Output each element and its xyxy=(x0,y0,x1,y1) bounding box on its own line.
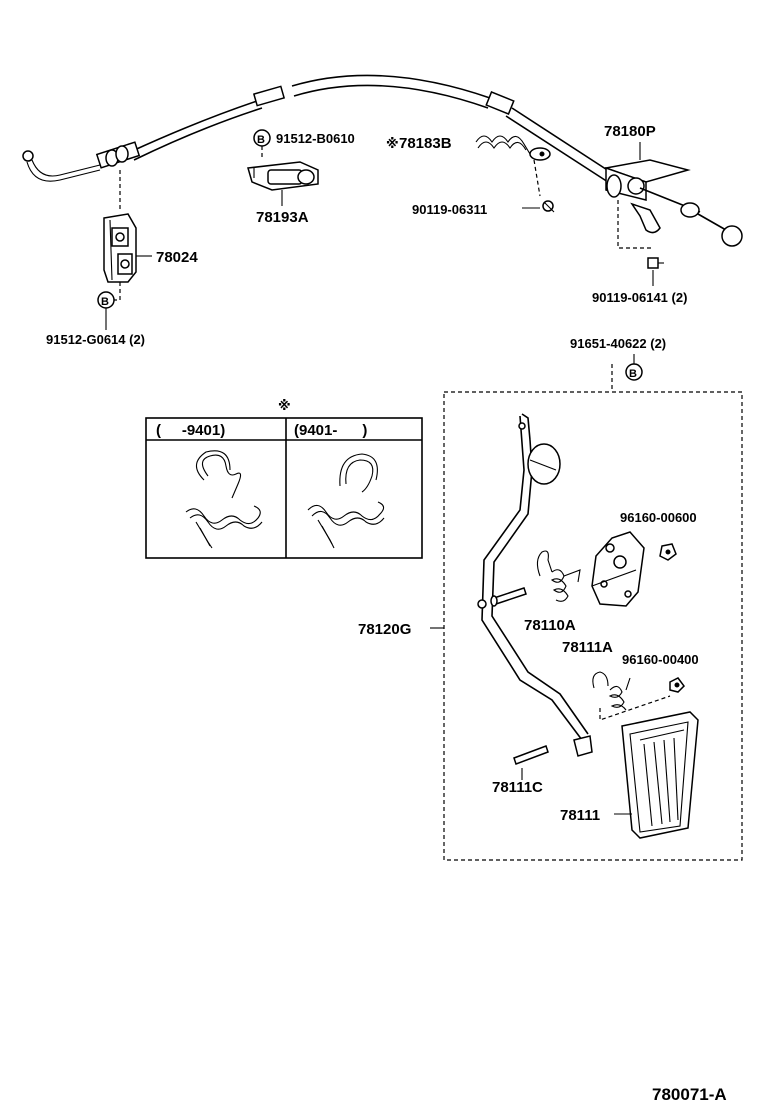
label-91512-g0614: 91512-G0614 (2) xyxy=(46,332,145,347)
bolt-symbol-40622: B xyxy=(625,354,643,381)
spring-clip-78183b xyxy=(475,135,551,197)
spring-sketch-late xyxy=(307,453,385,549)
pedal-pad-78111 xyxy=(621,711,699,839)
throttle-cable xyxy=(22,74,616,183)
cable-end-fitting xyxy=(22,141,141,182)
bolt-symbol-b0610: B xyxy=(253,129,271,160)
pin-78111c xyxy=(513,745,549,780)
label-78180p: 78180P xyxy=(604,123,656,140)
screw-90119-06311 xyxy=(522,200,555,213)
label-96160-00400: 96160-00400 xyxy=(622,652,699,667)
inset-table: ※ ( -9401) (9401- ) xyxy=(145,398,423,559)
pedal-lever-78120g xyxy=(477,413,593,757)
label-91512-b0610: 91512-B0610 xyxy=(276,131,355,146)
inset-ref-mark: ※ xyxy=(278,398,291,413)
label-78110a: 78110A xyxy=(524,617,576,634)
bracket-plate xyxy=(591,531,645,607)
label-78024: 78024 xyxy=(156,249,198,266)
nut-96160-00400 xyxy=(669,677,685,693)
pivot-pin xyxy=(490,587,527,607)
inset-col1-header: ( -9401) xyxy=(156,422,225,439)
spring-sketch-early xyxy=(185,450,263,549)
inset-col2-header: (9401- ) xyxy=(294,422,367,439)
pedal-assembly-outline xyxy=(443,391,743,861)
bracket-78024 xyxy=(103,170,152,301)
bracket-78180p xyxy=(603,142,743,249)
svg-text:B: B xyxy=(101,296,109,308)
nut-96160-00600 xyxy=(659,543,677,561)
label-78120g: 78120G xyxy=(358,621,411,638)
svg-text:B: B xyxy=(257,134,265,146)
spring-78111a xyxy=(592,671,631,711)
label-90119-06141: 90119-06141 (2) xyxy=(592,290,687,305)
label-78183b: 78183B xyxy=(399,135,452,152)
ref-mark-78183b: ※ xyxy=(386,136,399,151)
svg-text:B: B xyxy=(629,368,637,380)
label-78111: 78111 xyxy=(560,807,600,824)
bolt-symbol-g0614: B xyxy=(97,291,115,330)
label-78111a: 78111A xyxy=(562,639,613,656)
label-91651-40622: 91651-40622 (2) xyxy=(570,336,666,351)
spring-78110a xyxy=(536,550,581,602)
label-96160-00600: 96160-00600 xyxy=(620,510,697,525)
clip-78193a xyxy=(247,161,319,206)
screw-90119-06141 xyxy=(647,257,664,286)
label-78193a: 78193A xyxy=(256,209,309,226)
label-90119-06311: 90119-06311 xyxy=(412,202,487,217)
figure-id: 780071-A xyxy=(652,1085,727,1104)
label-78111c: 78111C xyxy=(492,779,543,796)
leader-dash-spring xyxy=(599,695,671,721)
